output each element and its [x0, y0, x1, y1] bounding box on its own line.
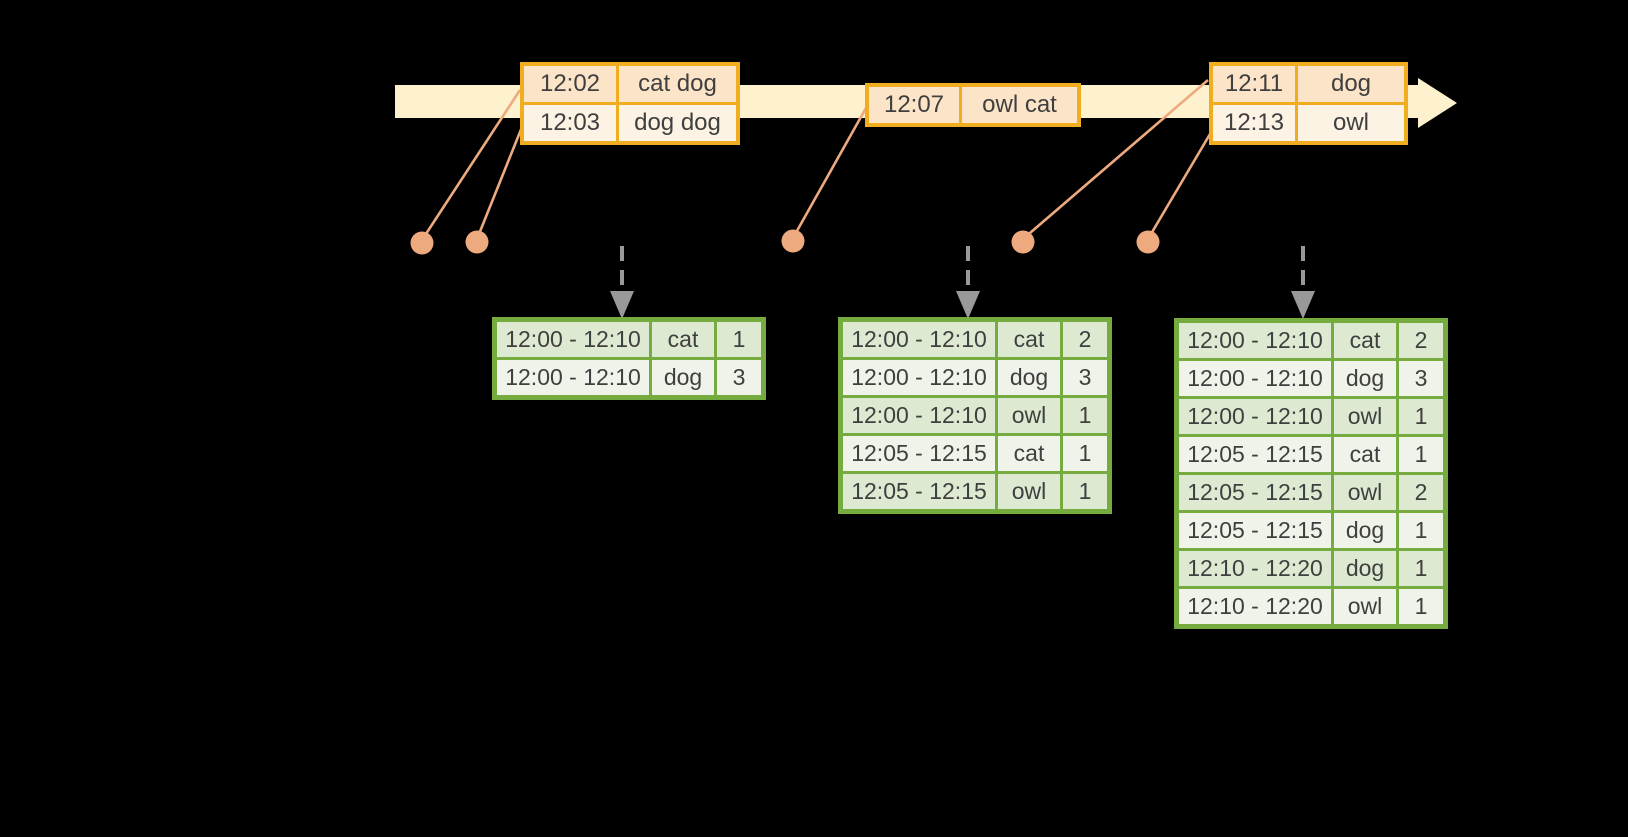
leader-line — [475, 126, 524, 240]
table-cell: 1 — [1060, 395, 1111, 436]
table-cell: 12:07 — [865, 83, 962, 127]
table-cell: cat dog — [616, 62, 740, 105]
table-cell: 3 — [1060, 357, 1111, 398]
table-cell: 1 — [714, 318, 765, 360]
event-dot — [1011, 230, 1035, 254]
table-cell: 2 — [1396, 472, 1447, 513]
table-cell: dog — [1331, 358, 1399, 399]
table-cell: 12:05 - 12:15 — [1175, 510, 1334, 551]
table-cell: dog — [649, 357, 717, 399]
table-cell: cat — [649, 318, 717, 360]
trigger-arrowhead — [610, 291, 634, 319]
table-cell: 1 — [1060, 471, 1111, 513]
leader-line — [791, 107, 868, 239]
table-cell: owl — [1331, 472, 1399, 513]
event-dot — [410, 231, 434, 255]
event-dot — [781, 229, 805, 253]
table-cell: owl — [995, 471, 1063, 513]
trigger-arrowhead — [1291, 291, 1315, 319]
table-cell: 12:05 - 12:15 — [1175, 472, 1334, 513]
table-cell: owl — [995, 395, 1063, 436]
table-cell: 12:00 - 12:10 — [1175, 358, 1334, 399]
event-dot — [1136, 230, 1160, 254]
table-cell: 12:00 - 12:10 — [1175, 396, 1334, 437]
timeline-arrowhead — [1418, 78, 1457, 128]
table-cell: 12:13 — [1209, 102, 1298, 145]
table-cell: 12:10 - 12:20 — [1175, 548, 1334, 589]
table-cell: 1 — [1396, 586, 1447, 628]
table-cell: 12:05 - 12:15 — [1175, 434, 1334, 475]
table-cell: cat — [995, 433, 1063, 474]
table-cell: dog — [995, 357, 1063, 398]
event-dot — [465, 230, 489, 254]
table-cell: cat — [995, 318, 1063, 360]
table-cell: dog — [1295, 62, 1408, 105]
table-cell: cat — [1331, 319, 1399, 361]
table-cell: 1 — [1396, 434, 1447, 475]
table-cell: 12:00 - 12:10 — [1175, 319, 1334, 361]
table-cell: 1 — [1060, 433, 1111, 474]
table-cell: 3 — [714, 357, 765, 399]
leader-line — [420, 89, 522, 241]
table-cell: 12:00 - 12:10 — [839, 318, 998, 360]
table-cell: dog — [1331, 510, 1399, 551]
table-cell: 12:00 - 12:10 — [839, 357, 998, 398]
table-cell: 12:00 - 12:10 — [493, 318, 652, 360]
table-cell: 12:10 - 12:20 — [1175, 586, 1334, 628]
table-cell: 2 — [1060, 318, 1111, 360]
leader-line — [1022, 79, 1209, 240]
table-cell: 3 — [1396, 358, 1447, 399]
table-cell: owl — [1331, 586, 1399, 628]
table-cell: 12:02 — [520, 62, 619, 105]
table-cell: 12:11 — [1209, 62, 1298, 105]
table-cell: 2 — [1396, 319, 1447, 361]
trigger-arrowhead — [956, 291, 980, 319]
table-cell: dog dog — [616, 102, 740, 145]
table-cell: owl — [1295, 102, 1408, 145]
table-cell: owl — [1331, 396, 1399, 437]
table-cell: 1 — [1396, 396, 1447, 437]
table-cell: 12:03 — [520, 102, 619, 145]
table-cell: 12:00 - 12:10 — [839, 395, 998, 436]
table-cell: 1 — [1396, 510, 1447, 551]
table-cell: 12:00 - 12:10 — [493, 357, 652, 399]
table-cell: 1 — [1396, 548, 1447, 589]
table-cell: 12:05 - 12:15 — [839, 471, 998, 513]
table-cell: owl cat — [959, 83, 1081, 127]
table-cell: dog — [1331, 548, 1399, 589]
table-cell: 12:05 - 12:15 — [839, 433, 998, 474]
leader-line — [1146, 128, 1215, 240]
table-cell: cat — [1331, 434, 1399, 475]
